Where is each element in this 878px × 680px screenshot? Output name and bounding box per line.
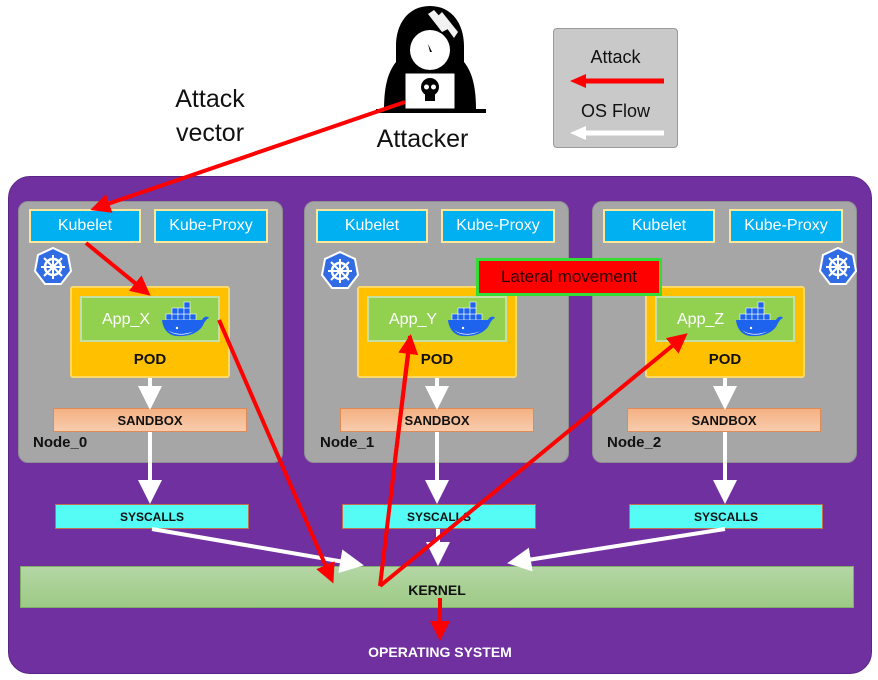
node-1-sandbox[interactable]: SANDBOX: [340, 408, 534, 432]
node-0-app-label: App_X: [102, 311, 151, 328]
node-0-syscalls[interactable]: SYSCALLS: [55, 504, 249, 529]
node-1-app[interactable]: App_Y: [367, 296, 507, 342]
node-1-kubelet[interactable]: Kubelet: [316, 209, 428, 243]
legend-attack-label: Attack: [590, 47, 641, 67]
node-1-pod-label: POD: [420, 351, 454, 368]
legend-os-flow-arrow-icon: [570, 126, 664, 140]
operating-system-label: OPERATING SYSTEM: [368, 644, 512, 660]
node-2-syscalls[interactable]: SYSCALLS: [629, 504, 823, 529]
node-0-sandbox[interactable]: SANDBOX: [53, 408, 247, 432]
node-2-pod-label: POD: [708, 351, 742, 368]
node-1-app-label: App_Y: [389, 311, 438, 328]
node-0-kube-proxy[interactable]: Kube-Proxy: [154, 209, 268, 243]
attack-vector-line2: vector: [175, 119, 245, 147]
kernel-bar[interactable]: KERNEL: [20, 566, 854, 608]
legend: Attack OS Flow: [553, 28, 678, 148]
node-0-kubelet[interactable]: Kubelet: [29, 209, 141, 243]
node-2-kubelet[interactable]: Kubelet: [603, 209, 715, 243]
docker-whale-icon: [448, 301, 495, 337]
node-1-label: Node_1: [320, 434, 375, 451]
node-2-app-label: App_Z: [677, 311, 725, 328]
attacker-label: Attacker: [376, 125, 469, 153]
kernel-label: KERNEL: [408, 582, 466, 598]
node-1-kube-proxy[interactable]: Kube-Proxy: [441, 209, 555, 243]
node-2-kube-proxy[interactable]: Kube-Proxy: [729, 209, 843, 243]
node-0-app[interactable]: App_X: [80, 296, 220, 342]
docker-whale-icon: [162, 301, 209, 337]
attack-vector-label: Attack vector: [150, 82, 270, 150]
legend-attack-arrow-icon: [570, 74, 664, 88]
lateral-movement-label: Lateral movement: [476, 258, 662, 296]
attack-vector-line1: Attack: [175, 85, 245, 113]
node-0-pod-label: POD: [133, 351, 167, 368]
legend-os-flow-label: OS Flow: [580, 101, 650, 121]
node-0-label: Node_0: [33, 434, 88, 451]
node-2-app[interactable]: App_Z: [655, 296, 795, 342]
attacker-hacker-icon: [376, 6, 486, 113]
kubernetes-icon: [33, 246, 73, 285]
kubernetes-icon: [320, 250, 360, 289]
node-2-label: Node_2: [607, 434, 662, 451]
kubernetes-icon: [818, 246, 858, 285]
node-2-sandbox[interactable]: SANDBOX: [627, 408, 821, 432]
docker-whale-icon: [736, 301, 783, 337]
node-1-syscalls[interactable]: SYSCALLS: [342, 504, 536, 529]
